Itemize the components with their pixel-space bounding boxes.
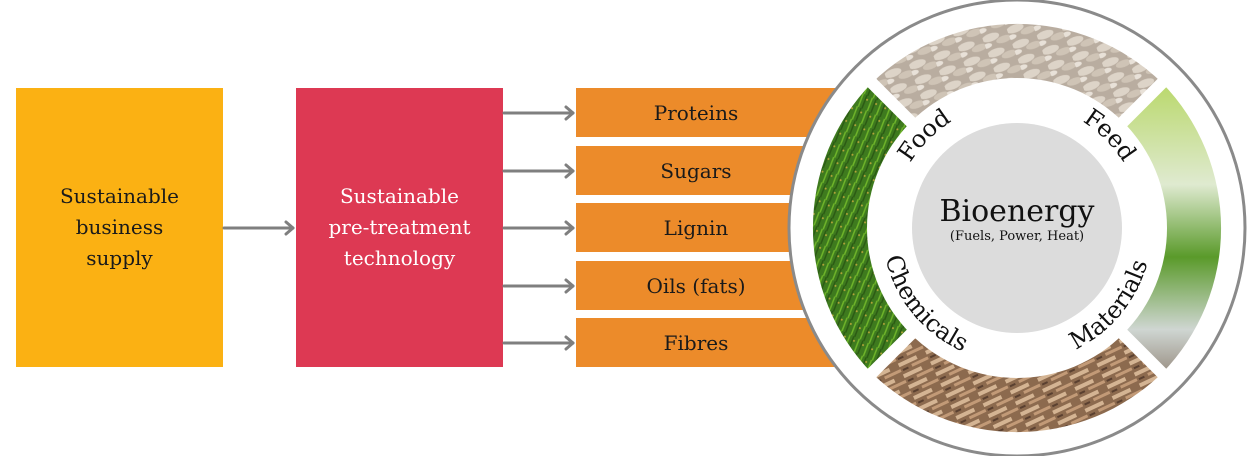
arrow-to-lignin-icon — [502, 220, 575, 236]
product-label: Lignin — [663, 215, 729, 240]
arrow-to-sugars-icon — [502, 163, 575, 179]
materials-woodchips-image — [871, 333, 1163, 433]
product-label: Proteins — [653, 100, 739, 125]
product-label: Oils (fats) — [646, 273, 746, 298]
pretreatment-box-label: Sustainable pre-treatment technology — [328, 184, 471, 270]
product-bar-fibres: Fibres — [576, 318, 846, 367]
arrow-to-fibres-icon — [502, 335, 575, 351]
feed-seedling-image — [1122, 82, 1222, 374]
product-bar-proteins: Proteins — [576, 88, 846, 137]
bioenergy-center-label: Bioenergy (Fuels, Power, Heat) — [912, 195, 1122, 245]
arrow-to-oils-icon — [502, 278, 575, 294]
sustainable-business-supply-box: Sustainable business supply — [16, 88, 223, 367]
product-label: Fibres — [663, 330, 729, 355]
bioenergy-title: Bioenergy — [939, 194, 1095, 229]
bioenergy-center-disc — [912, 123, 1122, 333]
chemicals-grass-image — [812, 82, 912, 374]
arrow-supply-to-pretreatment-icon — [222, 220, 295, 236]
sustainable-pretreatment-technology-box: Sustainable pre-treatment technology — [296, 88, 503, 367]
arrow-to-proteins-icon — [502, 105, 575, 121]
product-label: Sugars — [660, 158, 732, 183]
bioenergy-subtitle: (Fuels, Power, Heat) — [949, 229, 1085, 244]
supply-box-label: Sustainable business supply — [59, 184, 180, 270]
food-seeds-image — [871, 23, 1163, 123]
